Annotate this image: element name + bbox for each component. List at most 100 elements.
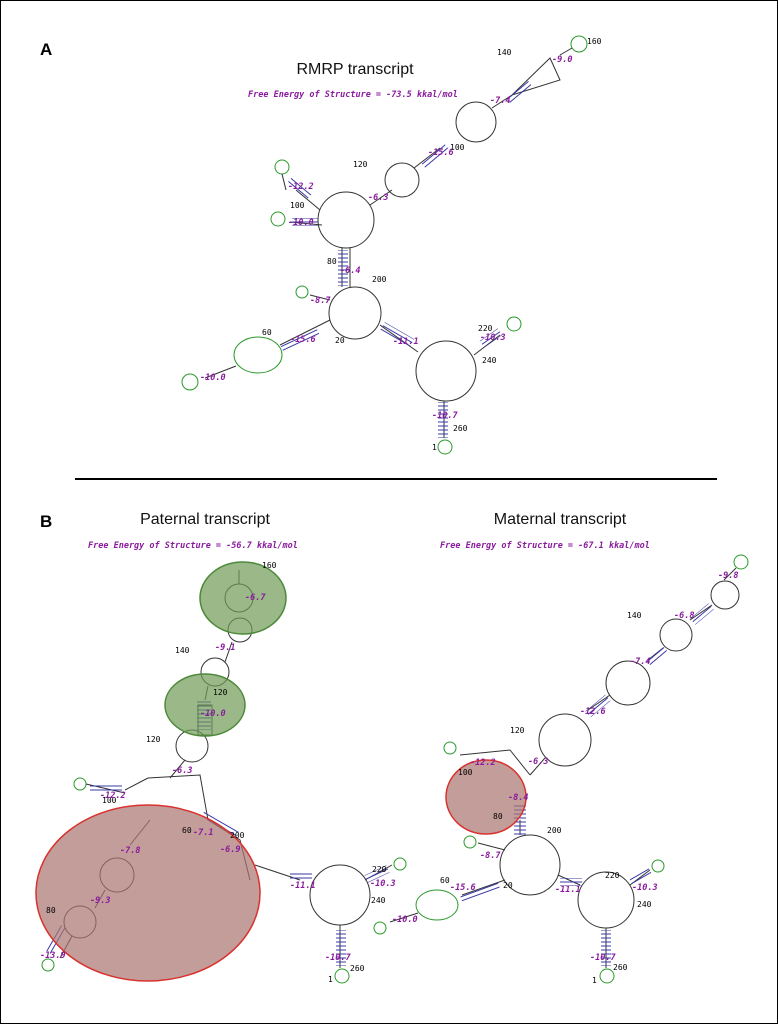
a-pos-label: 140 — [497, 48, 512, 57]
paternal-energy-labels: -6.7 -9.1 -10.0 -6.3 -12.2 -7.1 -6.9 -7.… — [40, 593, 396, 963]
mat-stem-energy: -6.8 — [674, 611, 694, 621]
a-pos-label: 200 — [372, 275, 387, 284]
paternal-green-highlight-top — [199, 561, 287, 635]
a-stem-energy: -9.0 — [552, 55, 572, 65]
pat-stem-energy: -13.9 — [40, 951, 66, 961]
a-hairpin-160-loop — [511, 57, 561, 96]
a-pos-label: 100 — [290, 201, 305, 210]
paternal-red-highlight — [35, 804, 261, 982]
pat-stem-energy: -6.3 — [172, 766, 192, 776]
a-stem-energy: -8.7 — [310, 296, 331, 306]
mat-pos-label: 60 — [440, 876, 450, 885]
mat-stem-energy: -8.7 — [480, 851, 501, 861]
panel-a-energy-labels: -9.0 -7.4 -15.6 -12.2 -6.3 -10.0 -6.4 -8… — [200, 55, 572, 421]
panel-a-structure — [181, 35, 588, 455]
a-pos-label: 20 — [335, 336, 345, 345]
pat-pos-label: 200 — [230, 831, 245, 840]
pat-stem-energy: -10.0 — [200, 709, 226, 719]
panel-a-stems — [279, 79, 533, 438]
a-stem-energy: -7.4 — [490, 96, 510, 106]
maternal-energy: Free Energy of Structure = -67.1 kkal/mo… — [440, 541, 650, 551]
mat-pos-label: 1 — [592, 976, 597, 985]
pat-stem-energy: -9.3 — [90, 896, 110, 906]
mat-stem-energy: -10.0 — [392, 915, 418, 925]
panel-b-letter: B — [40, 512, 53, 531]
pat-stem-energy: -9.1 — [215, 643, 235, 653]
a-pos-label: 100 — [450, 143, 465, 152]
a-stem-energy: -12.2 — [288, 182, 314, 192]
pat-pos-label: 120 — [146, 735, 161, 744]
pat-pos-label: 140 — [175, 646, 190, 655]
mat-pos-label: 220 — [605, 871, 620, 880]
a-stem-energy: -6.3 — [368, 193, 388, 203]
mat-pos-label: 240 — [637, 900, 652, 909]
paternal-position-labels: 160 140 120 100 120 60 200 80 220 240 1 … — [46, 561, 387, 984]
pat-stem-energy: -7.8 — [120, 846, 140, 856]
a-pos-label: 80 — [327, 257, 337, 266]
mat-stem-energy: -11.1 — [555, 885, 581, 895]
pat-stem-energy: -12.2 — [100, 791, 126, 801]
pat-pos-label: 120 — [213, 688, 228, 697]
mat-stem-energy: -12.2 — [470, 758, 496, 768]
pat-pos-label: 60 — [182, 826, 192, 835]
pat-pos-label: 1 — [328, 975, 333, 984]
mat-pos-label: 80 — [493, 812, 503, 821]
pat-pos-label: 220 — [372, 865, 387, 874]
a-stem-energy: -15.6 — [428, 148, 454, 158]
pat-stem-energy: -7.1 — [193, 828, 213, 838]
pat-pos-label: 160 — [262, 561, 277, 570]
panel-a-letter: A — [40, 40, 53, 59]
maternal-stems — [459, 603, 714, 966]
panel-divider — [75, 478, 717, 480]
a-multiloop-upper — [317, 191, 375, 249]
pat-stem-energy: -10.3 — [370, 879, 396, 889]
a-pos-label: 1 — [432, 443, 437, 452]
pat-pos-label: 100 — [102, 796, 117, 805]
mat-stem-energy: -15.6 — [450, 883, 476, 893]
panel-a-position-labels: 160 140 120 100 100 80 200 60 20 220 240… — [262, 37, 602, 452]
a-pos-label: 260 — [453, 424, 468, 433]
mat-pos-label: 20 — [503, 881, 513, 890]
mat-pos-label: 120 — [510, 726, 525, 735]
mat-stem-energy: -9.8 — [718, 571, 738, 581]
pat-stem-energy: -10.7 — [325, 953, 351, 963]
a-stem-energy: -10.0 — [200, 373, 226, 383]
paternal-caption: Paternal transcript — [140, 511, 270, 528]
a-multiloop-center — [328, 286, 382, 340]
pat-stem-energy: -6.9 — [220, 845, 240, 855]
mat-stem-energy: -10.7 — [590, 953, 616, 963]
mat-pos-label: 100 — [458, 768, 473, 777]
pat-pos-label: 80 — [46, 906, 56, 915]
pat-stem-energy: -11.1 — [290, 881, 316, 891]
mat-stem-energy: -6.3 — [528, 757, 548, 767]
mat-stem-energy: -8.4 — [508, 793, 528, 803]
a-stem-energy: -10.7 — [432, 411, 458, 421]
maternal-caption: Maternal transcript — [493, 511, 627, 528]
a-loop-60 — [233, 336, 283, 374]
maternal-position-labels: 140 120 100 80 200 60 20 220 240 1 260 — [440, 611, 652, 985]
mat-pos-label: 260 — [613, 963, 628, 972]
a-pos-label: 240 — [482, 356, 497, 365]
pat-pos-label: 260 — [350, 964, 365, 973]
paternal-energy: Free Energy of Structure = -56.7 kkal/mo… — [88, 541, 298, 551]
mat-pos-label: 200 — [547, 826, 562, 835]
a-hairpin-160 — [570, 35, 588, 53]
a-pos-label: 60 — [262, 328, 272, 337]
mat-pos-label: 140 — [627, 611, 642, 620]
a-stem-energy: -15.6 — [290, 335, 316, 345]
mat-stem-energy: -10.3 — [632, 883, 658, 893]
a-multiloop-lower — [415, 340, 477, 402]
a-stem-energy: -10.3 — [480, 333, 506, 343]
a-loop-140 — [455, 101, 497, 143]
mat-stem-energy: -7.4 — [630, 657, 650, 667]
maternal-red-highlight — [445, 759, 527, 835]
a-stem-energy: -11.1 — [393, 337, 419, 347]
pat-stem-energy: -6.7 — [245, 593, 266, 603]
paternal-green-highlight-mid — [164, 673, 246, 737]
a-pos-label: 120 — [353, 160, 368, 169]
panel-a-energy: Free Energy of Structure = -73.5 kkal/mo… — [248, 90, 458, 100]
a-stem-energy: -6.4 — [340, 266, 360, 276]
maternal-energy-labels: -9.8 -6.8 -7.4 -12.6 -12.2 -6.3 -8.4 -8.… — [392, 571, 738, 963]
pat-pos-label: 240 — [371, 896, 386, 905]
